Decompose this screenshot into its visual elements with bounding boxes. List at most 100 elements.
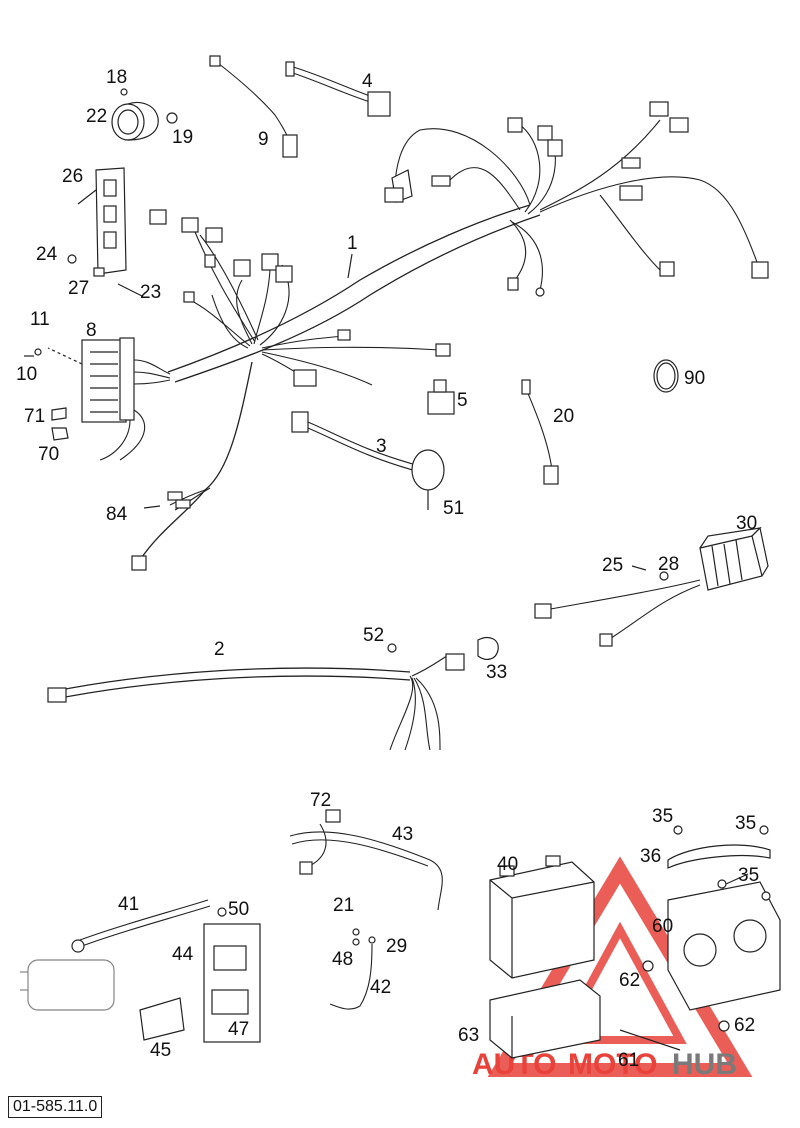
strap bbox=[619, 1029, 681, 1051]
callout-62-a: 62 bbox=[619, 970, 640, 991]
starter-motor bbox=[20, 959, 115, 1011]
fuse-box bbox=[81, 337, 171, 461]
callout-47: 47 bbox=[228, 1019, 249, 1040]
callout-29: 29 bbox=[386, 936, 407, 957]
callout-8: 8 bbox=[86, 320, 97, 341]
bushing bbox=[718, 1020, 730, 1032]
connector bbox=[751, 261, 769, 279]
callout-11: 11 bbox=[30, 309, 50, 330]
connector bbox=[649, 101, 669, 117]
connector bbox=[167, 491, 183, 501]
callout-72: 72 bbox=[310, 790, 331, 811]
callout-60: 60 bbox=[652, 916, 673, 937]
connector bbox=[537, 125, 553, 141]
callout-50: 50 bbox=[228, 899, 249, 920]
callout-18: 18 bbox=[106, 67, 127, 88]
callout-22: 22 bbox=[86, 106, 107, 127]
callout-70: 70 bbox=[38, 444, 59, 465]
callout-45: 45 bbox=[150, 1040, 171, 1061]
nut bbox=[217, 907, 227, 917]
nut bbox=[67, 254, 77, 264]
main-wiring-harness bbox=[131, 101, 769, 571]
screw bbox=[759, 825, 769, 835]
callout-44: 44 bbox=[172, 944, 194, 965]
callout-24: 24 bbox=[36, 244, 58, 265]
connector bbox=[659, 261, 675, 277]
screw bbox=[631, 565, 647, 571]
connector bbox=[507, 277, 519, 291]
screw bbox=[761, 891, 771, 901]
ground-cable bbox=[329, 928, 376, 1010]
ring-terminal bbox=[535, 287, 545, 297]
callout-19: 19 bbox=[172, 127, 193, 148]
callout-5: 5 bbox=[457, 390, 468, 411]
callout-21: 21 bbox=[333, 895, 354, 916]
connector bbox=[275, 265, 293, 283]
callout-35-c: 35 bbox=[738, 865, 759, 886]
connector bbox=[547, 139, 563, 157]
bushing bbox=[642, 960, 654, 972]
callout-23: 23 bbox=[140, 282, 161, 303]
callout-62-b: 62 bbox=[734, 1015, 755, 1036]
callout-63: 63 bbox=[458, 1025, 479, 1046]
connector bbox=[205, 227, 223, 243]
sensor-wire bbox=[209, 55, 298, 158]
callout-42: 42 bbox=[370, 977, 391, 998]
connector bbox=[293, 369, 317, 387]
key-switch bbox=[427, 379, 455, 415]
plate bbox=[93, 267, 105, 277]
rear-harness bbox=[47, 653, 465, 751]
connector bbox=[149, 209, 167, 225]
callout-10: 10 bbox=[16, 364, 37, 385]
connector bbox=[507, 117, 523, 133]
connector bbox=[183, 291, 195, 303]
connector bbox=[261, 253, 279, 271]
screw bbox=[120, 88, 128, 96]
connector bbox=[337, 329, 351, 341]
callout-61: 61 bbox=[618, 1050, 639, 1071]
callout-52: 52 bbox=[363, 625, 384, 646]
callout-84: 84 bbox=[106, 504, 128, 525]
callout-40: 40 bbox=[497, 854, 518, 875]
connector bbox=[384, 187, 404, 203]
callout-27: 27 bbox=[68, 278, 89, 299]
battery bbox=[489, 855, 595, 979]
washer bbox=[659, 571, 669, 581]
callout-30: 30 bbox=[736, 513, 757, 534]
callout-9: 9 bbox=[258, 129, 269, 150]
callout-36: 36 bbox=[640, 846, 661, 867]
bracket bbox=[139, 997, 185, 1041]
washer bbox=[166, 112, 178, 124]
watermark-moto: MOTO bbox=[568, 1048, 657, 1081]
callout-labels: 1 2 3 4 5 8 9 10 11 18 19 20 21 22 23 24… bbox=[16, 67, 759, 1071]
callout-33: 33 bbox=[486, 662, 507, 683]
starter-cable bbox=[71, 899, 211, 953]
cable-tie bbox=[653, 359, 679, 393]
bulb bbox=[477, 637, 499, 660]
connector bbox=[131, 555, 147, 571]
switch-lead bbox=[285, 61, 391, 117]
leader-lines bbox=[47, 253, 749, 885]
callout-4: 4 bbox=[362, 71, 373, 92]
battery-cable bbox=[289, 809, 443, 911]
callout-3: 3 bbox=[376, 436, 387, 457]
connector bbox=[431, 175, 451, 187]
callout-35-a: 35 bbox=[652, 806, 673, 827]
battery-holder bbox=[667, 844, 781, 1011]
connector bbox=[233, 259, 251, 277]
holder-bracket bbox=[77, 167, 127, 275]
connector bbox=[204, 254, 216, 268]
connector bbox=[669, 117, 689, 133]
temp-sensor bbox=[521, 379, 559, 485]
connector bbox=[621, 157, 641, 169]
watermark-hub: HUB bbox=[672, 1048, 737, 1081]
connector bbox=[181, 217, 199, 233]
rubber-pad bbox=[51, 427, 69, 441]
connector bbox=[619, 185, 643, 201]
bolt bbox=[117, 283, 143, 297]
document-code: 01-585.11.0 bbox=[8, 1096, 103, 1118]
connector bbox=[175, 499, 191, 509]
battery-tray bbox=[489, 979, 601, 1059]
callout-51: 51 bbox=[443, 498, 464, 519]
